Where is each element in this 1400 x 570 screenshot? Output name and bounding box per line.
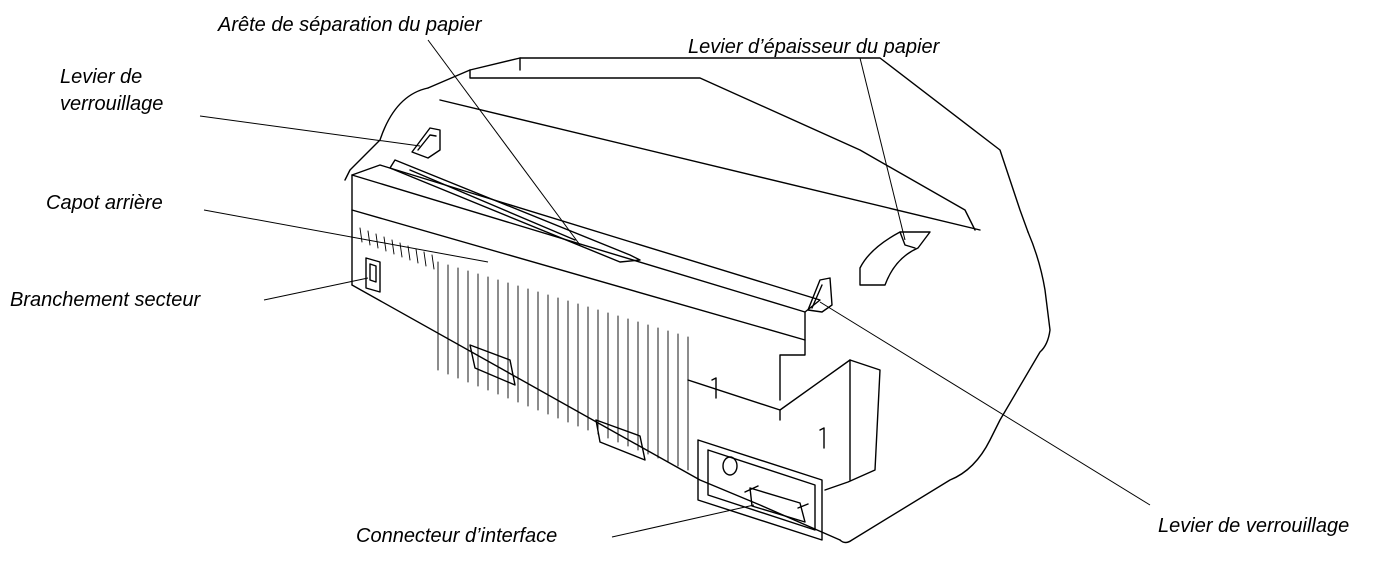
top-surface-edge — [469, 69, 976, 231]
label-lock-lever-left-line2: verrouillage — [60, 93, 164, 115]
printer-right-body — [839, 231, 1051, 544]
leader-interface-connector — [611, 504, 755, 538]
base-edge — [351, 284, 841, 541]
left-lock-lever — [411, 127, 441, 159]
rear-ribs — [437, 261, 689, 471]
right-lock-lever — [807, 277, 833, 313]
interface-connector — [744, 485, 809, 523]
leader-thickness-lever — [859, 57, 906, 241]
vent-slots — [359, 227, 435, 270]
label-lock-lever-left-line1: Levier de — [60, 66, 143, 88]
printer-illustration — [344, 57, 1051, 544]
printer-left-side — [344, 87, 429, 181]
printer-top-cover — [427, 57, 1029, 233]
label-interface-connector: Connecteur d’interface — [356, 525, 558, 547]
label-thickness-lever: Levier d’épaisseur du papier — [688, 36, 940, 58]
power-connector — [365, 257, 381, 293]
label-separation-edge: Arête de séparation du papier — [218, 14, 482, 36]
leader-separation-edge — [427, 39, 581, 246]
label-rear-cover: Capot arrière — [46, 192, 163, 214]
rear-cover-bar — [351, 174, 806, 341]
leader-lines — [199, 39, 1151, 538]
thickness-lever — [859, 231, 931, 286]
leader-rear-cover — [203, 209, 489, 263]
leader-power-connector — [263, 277, 369, 301]
interface-connector-panel — [697, 439, 823, 541]
leader-lock-lever-right — [819, 301, 1151, 506]
leader-lock-lever-left — [199, 115, 421, 147]
label-power-connector: Branchement secteur — [10, 289, 201, 311]
label-lock-lever-right: Levier de verrouillage — [1158, 515, 1350, 537]
